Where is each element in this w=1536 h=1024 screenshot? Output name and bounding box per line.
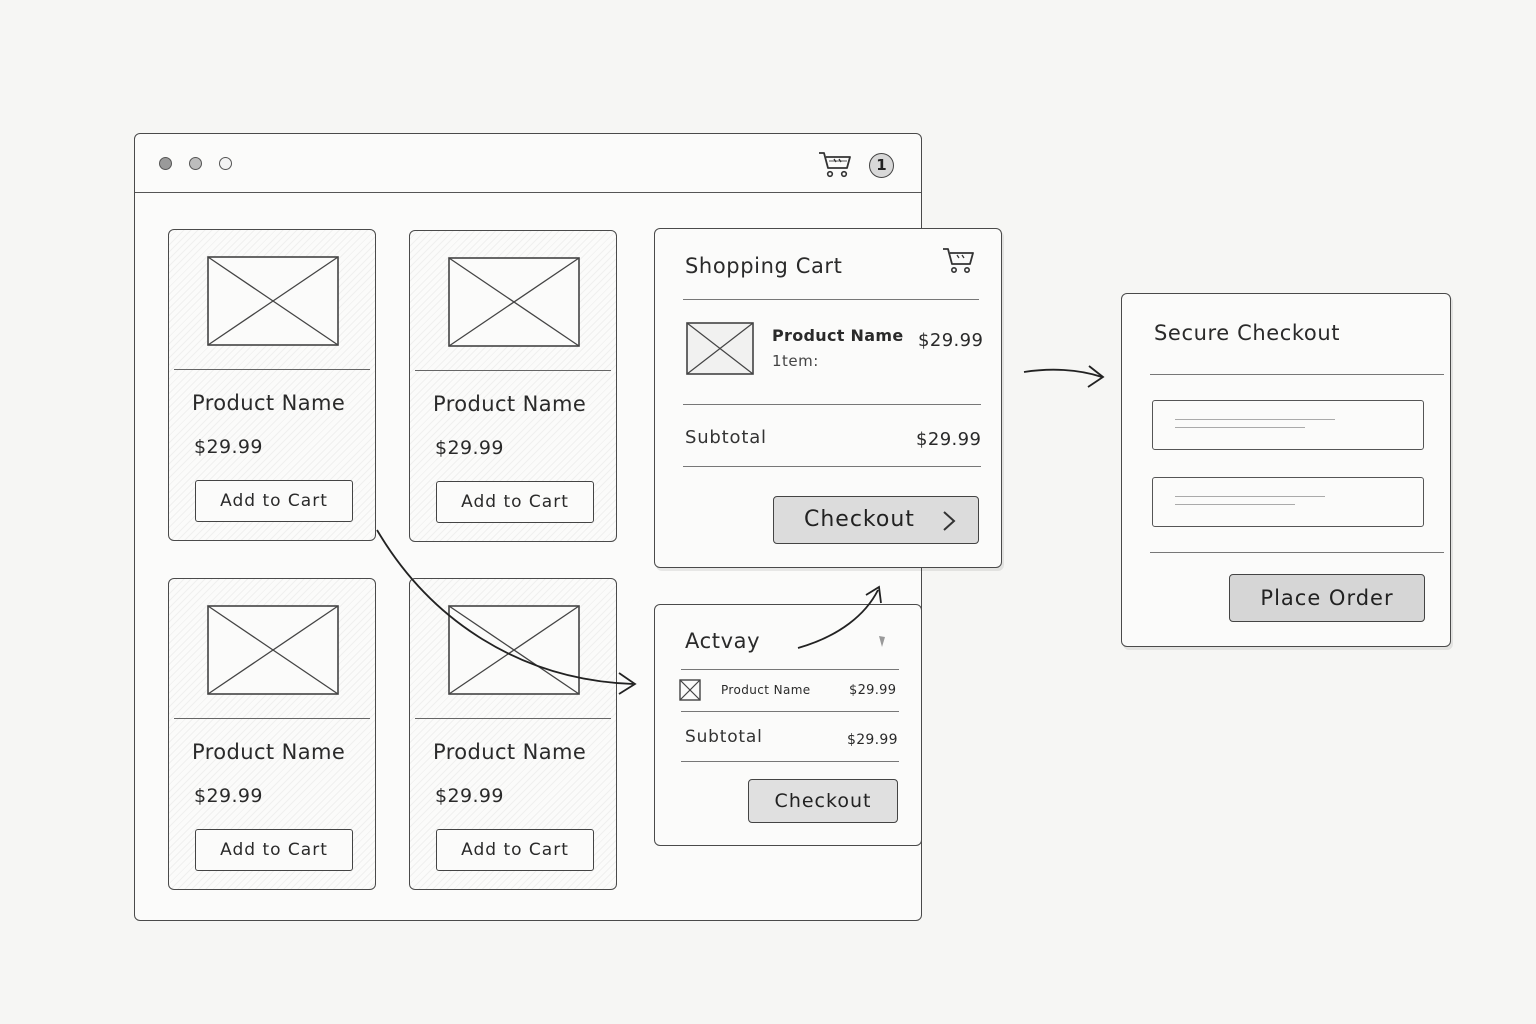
product-price: $29.99 — [435, 437, 504, 459]
image-placeholder-icon — [679, 679, 701, 701]
image-placeholder-icon — [686, 322, 754, 375]
cart-count-badge: 1 — [869, 153, 894, 178]
place-order-button[interactable]: Place Order — [1229, 574, 1425, 622]
subtotal-value: $29.99 — [916, 429, 982, 450]
checkout-field[interactable] — [1152, 400, 1424, 450]
field-sketch-line — [1175, 427, 1305, 428]
divider — [683, 466, 981, 467]
add-to-cart-button[interactable]: Add to Cart — [195, 480, 353, 522]
mini-cart-panel: Actvay Product Name $29.99 Subtotal $29.… — [654, 604, 922, 846]
window-close-dot[interactable] — [159, 157, 172, 170]
divider — [1150, 552, 1444, 553]
secure-checkout-title: Secure Checkout — [1154, 321, 1341, 345]
cart-item-quantity: 1tem: — [772, 352, 819, 370]
field-sketch-line — [1175, 419, 1335, 420]
cart-icon — [943, 248, 974, 273]
product-card: Product Name $29.99 Add to Cart — [168, 578, 376, 890]
add-to-cart-button[interactable]: Add to Cart — [436, 481, 594, 523]
secure-checkout-panel: Secure Checkout Place Order — [1121, 293, 1451, 647]
cart-item-name: Product Name — [772, 326, 904, 345]
product-price: $29.99 — [194, 436, 263, 458]
mini-cart-title: Actvay — [685, 629, 761, 653]
product-card: Product Name $29.99 Add to Cart — [409, 230, 617, 542]
window-maximize-dot[interactable] — [219, 157, 232, 170]
divider — [681, 711, 899, 712]
field-sketch-line — [1175, 496, 1325, 497]
checkout-field[interactable] — [1152, 477, 1424, 527]
product-name: Product Name — [433, 740, 587, 764]
mini-cart-item-name: Product Name — [721, 683, 811, 697]
cart-title: Shopping Cart — [685, 254, 843, 278]
pencil-mark-icon — [879, 636, 885, 647]
cart-icon[interactable] — [817, 149, 853, 179]
product-name: Product Name — [192, 740, 346, 764]
divider — [683, 299, 979, 300]
mini-subtotal-value: $29.99 — [847, 732, 898, 748]
product-price: $29.99 — [435, 785, 504, 807]
image-placeholder-icon — [207, 256, 339, 346]
image-placeholder-icon — [448, 605, 580, 695]
product-image — [174, 584, 370, 719]
field-sketch-line — [1175, 504, 1295, 505]
divider — [1150, 374, 1444, 375]
add-to-cart-button[interactable]: Add to Cart — [436, 829, 594, 871]
divider — [681, 761, 899, 762]
product-image — [415, 236, 611, 371]
subtotal-label: Subtotal — [685, 427, 767, 448]
shopping-cart-panel: Shopping Cart Product Name 1tem: $29.99 … — [654, 228, 1002, 568]
image-placeholder-icon — [448, 257, 580, 347]
browser-titlebar: 1 — [135, 134, 921, 193]
divider — [681, 669, 899, 670]
image-placeholder-icon — [207, 605, 339, 695]
cart-item-price: $29.99 — [918, 330, 984, 351]
arrow-icon — [1023, 365, 1105, 388]
product-card: Product Name $29.99 Add to Cart — [409, 578, 617, 890]
mini-checkout-button[interactable]: Checkout — [748, 779, 898, 823]
product-name: Product Name — [433, 392, 587, 416]
product-name: Product Name — [192, 391, 346, 415]
product-image — [174, 235, 370, 370]
chevron-right-icon — [943, 511, 956, 531]
window-minimize-dot[interactable] — [189, 157, 202, 170]
divider — [683, 404, 981, 405]
product-image — [415, 584, 611, 719]
checkout-button-label: Checkout — [804, 507, 915, 532]
add-to-cart-button[interactable]: Add to Cart — [195, 829, 353, 871]
mini-subtotal-label: Subtotal — [685, 727, 763, 747]
checkout-button[interactable]: Checkout — [773, 496, 979, 544]
product-price: $29.99 — [194, 785, 263, 807]
mini-cart-item-price: $29.99 — [849, 683, 897, 698]
product-card: Product Name $29.99 Add to Cart — [168, 229, 376, 541]
